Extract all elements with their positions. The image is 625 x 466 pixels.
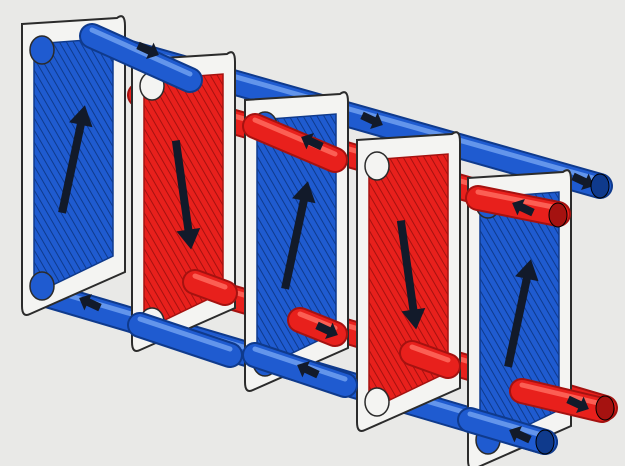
plate-4 <box>357 132 460 431</box>
pipe-end-cap <box>591 174 609 198</box>
pipe-end-cap <box>536 430 554 454</box>
plate-2 <box>132 52 235 351</box>
pipe-hot-mid-front <box>195 276 225 293</box>
plate-1-port-bottom <box>30 272 54 300</box>
pipe-cold-bottom-front-1-body <box>140 325 230 355</box>
pipe-end-cap <box>549 203 567 227</box>
pipe-hot-bottom-front <box>522 385 602 410</box>
plate-1-port-top <box>30 36 54 64</box>
plate-4-port-top <box>365 152 389 180</box>
plate-4-port-bottom <box>365 388 389 416</box>
plates-layer <box>22 16 571 466</box>
plate-1 <box>22 16 125 315</box>
pipe-end-cap <box>596 396 614 420</box>
